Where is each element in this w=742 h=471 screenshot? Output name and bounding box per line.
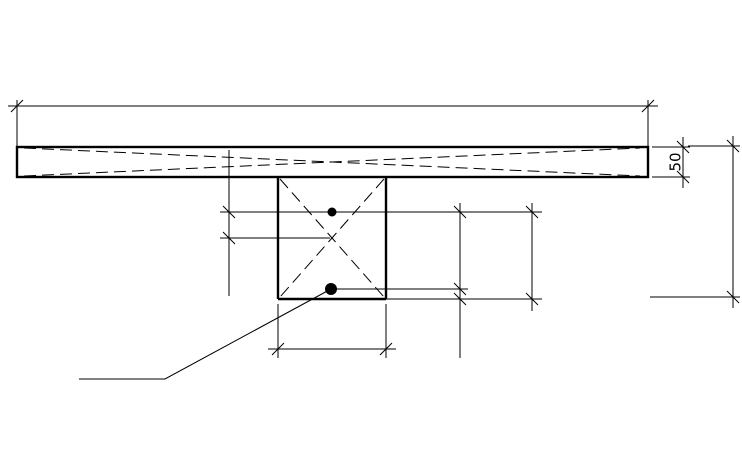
slab-thickness-label: 50 bbox=[667, 152, 685, 171]
slab-flange bbox=[15, 145, 650, 179]
left-rebar-dimensions bbox=[220, 150, 332, 296]
overall-width-dimension bbox=[8, 99, 658, 146]
beam-web bbox=[276, 176, 388, 301]
slab-thickness-dimension: 50 bbox=[652, 137, 690, 188]
rebar-leader-line bbox=[79, 288, 332, 380]
web-width-dimension bbox=[268, 304, 396, 358]
right-rebar-dimensions bbox=[331, 203, 542, 358]
overall-depth-dimension bbox=[650, 136, 740, 308]
